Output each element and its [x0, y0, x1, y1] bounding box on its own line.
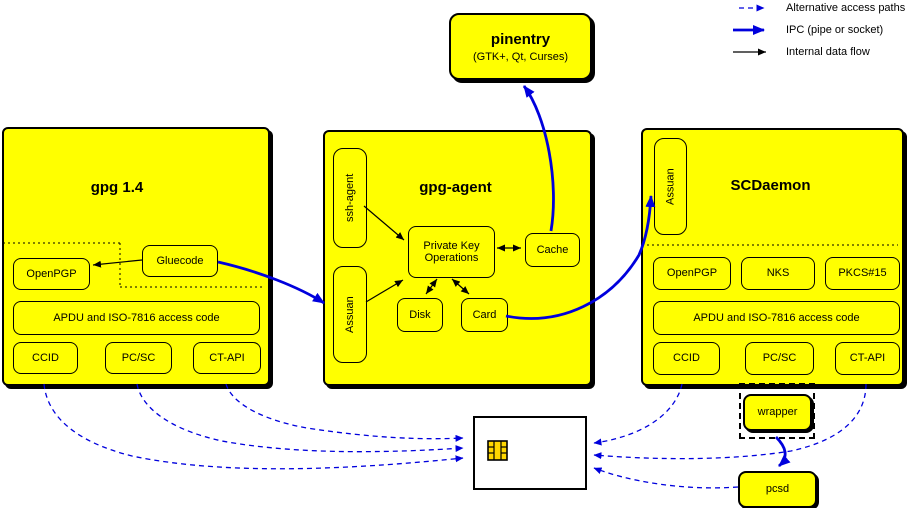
scdaemon-title: SCDaemon — [730, 177, 811, 194]
smartcard — [473, 416, 587, 490]
pinentry-title: pinentry — [490, 30, 551, 48]
pcsd-node: pcsd — [738, 471, 817, 508]
scdaemon-ccid-node: CCID — [653, 342, 720, 375]
gpg14-pcsc-node: PC/SC — [105, 342, 172, 374]
scdaemon-assuan-node: Assuan — [654, 138, 687, 235]
dash-pcsd-to-card — [593, 467, 739, 489]
dash-gpg14-ccid-to-card — [43, 383, 464, 470]
legend-alternative-label: Alternative access paths — [786, 2, 906, 14]
gpg14-openpgp-node: OpenPGP — [13, 258, 90, 290]
disk-node: Disk — [397, 298, 443, 332]
scdaemon-nks-node: NKS — [741, 257, 815, 290]
scdaemon-openpgp-node: OpenPGP — [653, 257, 731, 290]
scdaemon-apdu-node: APDU and ISO-7816 access code — [653, 301, 900, 335]
wrapper-node: wrapper — [743, 394, 812, 431]
gpg14-apdu-node: APDU and ISO-7816 access code — [13, 301, 260, 335]
private-key-operations-line2: Operations — [424, 252, 479, 264]
gpg-agent-assuan-node: Assuan — [333, 266, 367, 363]
pinentry-node: pinentry (GTK+, Qt, Curses) — [449, 13, 592, 80]
cache-node: Cache — [525, 233, 580, 267]
pinentry-subtitle: (GTK+, Qt, Curses) — [472, 50, 569, 63]
arrow-wrapper-to-pcsd — [774, 436, 791, 468]
scdaemon-pkcs15-node: PKCS#15 — [825, 257, 900, 290]
gpg14-ctapi-node: CT-API — [193, 342, 261, 374]
legend-internal-label: Internal data flow — [786, 46, 870, 58]
dash-scdaemon-ccid-to-card — [593, 383, 683, 446]
dash-gpg14-pcsc-to-card — [136, 383, 464, 453]
scdaemon-pcsc-node: PC/SC — [745, 342, 814, 375]
private-key-operations-line1: Private Key — [423, 239, 480, 252]
gpg-agent-title: gpg-agent — [419, 179, 492, 196]
scdaemon-ctapi-node: CT-API — [835, 342, 900, 375]
dash-scdaemon-ctapi-to-card — [593, 383, 867, 460]
private-key-operations-node: Private Key Operations — [408, 226, 495, 278]
gpg14-ccid-node: CCID — [13, 342, 78, 374]
dash-gpg14-ctapi-to-card — [225, 383, 464, 442]
legend-ipc-label: IPC (pipe or socket) — [786, 24, 884, 36]
gpg14-gluecode-node: Gluecode — [142, 245, 218, 277]
gpg14-title: gpg 1.4 — [90, 179, 144, 196]
chip-icon — [487, 440, 508, 461]
card-node: Card — [461, 298, 508, 332]
gpg-agent-ssh-agent-node: ssh-agent — [333, 148, 367, 248]
